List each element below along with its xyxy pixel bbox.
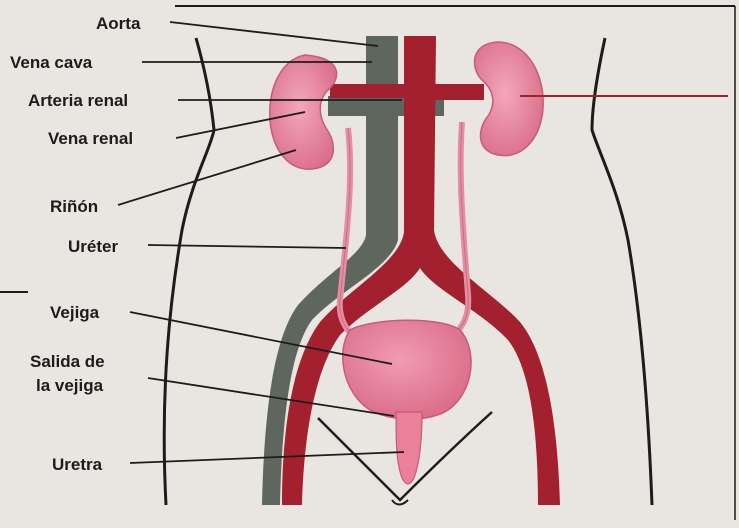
label-vena-cava: Vena cava bbox=[10, 53, 93, 72]
label-salida-line1: Salida de bbox=[30, 352, 105, 371]
label-vena-renal: Vena renal bbox=[48, 129, 133, 148]
label-uretra: Uretra bbox=[52, 455, 103, 474]
label-vejiga: Vejiga bbox=[50, 303, 100, 322]
label-arteria-renal: Arteria renal bbox=[28, 91, 128, 110]
label-rinon: Riñón bbox=[50, 197, 98, 216]
kidney-right bbox=[475, 42, 544, 156]
label-ureter: Uréter bbox=[68, 237, 118, 256]
bladder bbox=[343, 320, 471, 419]
label-aorta: Aorta bbox=[96, 14, 141, 33]
urethra bbox=[396, 412, 422, 484]
label-salida-line2: la vejiga bbox=[36, 376, 104, 395]
